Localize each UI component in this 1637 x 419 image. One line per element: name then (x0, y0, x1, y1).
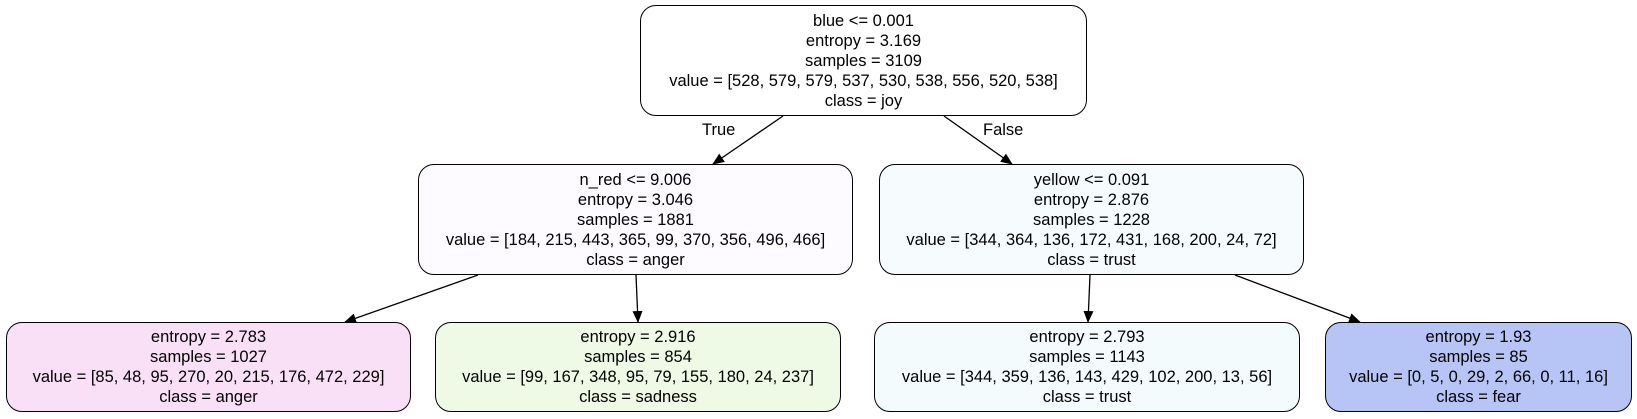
tree-leaf-right-right: entropy = 1.93 samples = 85 value = [0, … (1325, 322, 1632, 412)
node-value: value = [99, 167, 348, 95, 79, 155, 180,… (462, 368, 814, 386)
node-samples: samples = 854 (584, 348, 692, 366)
node-value: value = [344, 364, 136, 172, 431, 168, 2… (906, 230, 1277, 249)
tree-node-left: n_red <= 9.006 entropy = 3.046 samples =… (418, 164, 853, 275)
edge-right-leaf-rr (1234, 274, 1361, 323)
edge-label-false: False (983, 121, 1024, 139)
node-class: class = anger (159, 388, 258, 406)
node-value: value = [344, 359, 136, 143, 429, 102, 2… (901, 368, 1273, 386)
edge-label-true: True (702, 121, 736, 139)
node-entropy: entropy = 2.783 (150, 328, 267, 346)
node-samples: samples = 3109 (805, 51, 922, 70)
node-class: class = anger (586, 250, 685, 269)
node-split: n_red <= 9.006 (579, 170, 692, 189)
node-entropy: entropy = 1.93 (1425, 328, 1532, 346)
node-samples: samples = 1143 (1029, 348, 1145, 366)
node-entropy: entropy = 3.046 (577, 190, 694, 209)
node-class: class = fear (1436, 388, 1521, 406)
node-entropy: entropy = 2.876 (1033, 190, 1150, 209)
tree-node-root: blue <= 0.001 entropy = 3.169 samples = … (640, 5, 1087, 116)
edge-left-leaf-ll (344, 274, 479, 324)
node-class: class = trust (1047, 250, 1136, 269)
node-samples: samples = 85 (1429, 348, 1528, 366)
node-value: value = [85, 48, 95, 270, 20, 215, 176, … (32, 368, 385, 386)
node-value: value = [184, 215, 443, 365, 99, 370, 35… (445, 230, 826, 249)
edge-right-leaf-rl (1083, 274, 1094, 323)
node-entropy: entropy = 2.793 (1029, 328, 1145, 346)
edge-root-right (943, 115, 1013, 165)
node-value: value = [0, 5, 0, 29, 2, 66, 0, 11, 16] (1349, 368, 1608, 386)
node-split: blue <= 0.001 (813, 11, 914, 30)
edge-left-leaf-lr (632, 274, 643, 323)
tree-leaf-left-right: entropy = 2.916 samples = 854 value = [9… (435, 322, 841, 412)
node-entropy: entropy = 2.916 (580, 328, 696, 346)
tree-node-right: yellow <= 0.091 entropy = 2.876 samples … (879, 164, 1304, 275)
node-samples: samples = 1228 (1033, 210, 1150, 229)
node-class: class = trust (1042, 388, 1132, 406)
node-split: yellow <= 0.091 (1033, 170, 1150, 189)
edge-root-left (712, 115, 784, 165)
node-entropy: entropy = 3.169 (805, 31, 922, 50)
node-class: class = joy (824, 91, 903, 110)
node-samples: samples = 1881 (577, 210, 694, 229)
node-class: class = sadness (579, 388, 697, 406)
tree-leaf-left-left: entropy = 2.783 samples = 1027 value = [… (6, 322, 411, 412)
node-samples: samples = 1027 (150, 348, 267, 366)
node-value: value = [528, 579, 579, 537, 530, 538, 5… (669, 71, 1058, 90)
tree-leaf-right-left: entropy = 2.793 samples = 1143 value = [… (874, 322, 1300, 412)
